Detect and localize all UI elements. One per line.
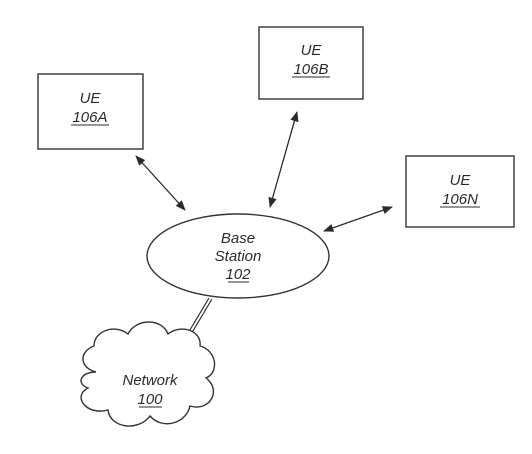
base-station-ellipse: Base Station 102 [146, 213, 330, 299]
network-cloud: Network 100 [80, 321, 216, 427]
link-ue-b-base-station [268, 110, 299, 209]
ue-106n-box: UE 106N [405, 155, 515, 228]
ue-106a-box: UE 106A [37, 73, 144, 150]
base-station-ref: 102 [225, 266, 251, 283]
ue-106a-ref: 106A [72, 109, 107, 126]
network-ref: 100 [137, 391, 163, 408]
link-ue-n-base-station [323, 206, 393, 232]
ue-106a-name: UE [80, 90, 102, 107]
ue-106b-box: UE 106B [258, 26, 364, 100]
link-ue-a-base-station [135, 155, 186, 211]
ue-106b-name: UE [301, 42, 323, 59]
ue-106n-name: UE [450, 172, 472, 189]
base-station-name-line1: Base [221, 230, 255, 247]
ue-106n-ref: 106N [442, 191, 478, 208]
network-name: Network [122, 372, 179, 389]
base-station-name-line2: Station [215, 248, 262, 265]
ue-106b-ref: 106B [293, 61, 328, 78]
